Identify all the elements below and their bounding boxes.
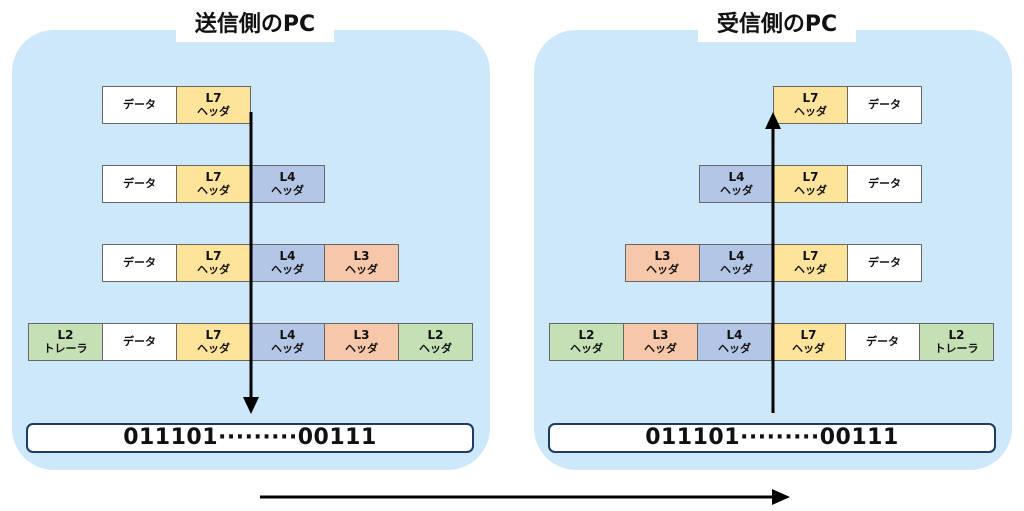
layer-label: L4	[279, 170, 296, 184]
header-label: ヘッダ	[271, 342, 304, 355]
header-label: ヘッダ	[271, 263, 304, 276]
trailer-label: トレーラ	[934, 342, 979, 355]
layer-label: L7	[205, 328, 222, 342]
data-label: データ	[868, 256, 901, 269]
header-label: ヘッダ	[345, 342, 378, 355]
data-cell: データ	[102, 165, 177, 203]
header-label: ヘッダ	[644, 342, 677, 355]
header-label: ヘッダ	[718, 342, 751, 355]
data-cell: データ	[102, 244, 177, 282]
layer-label: L7	[205, 91, 222, 105]
header-label: ヘッダ	[794, 105, 827, 118]
data-label: データ	[868, 98, 901, 111]
header-label: ヘッダ	[345, 263, 378, 276]
header-label: ヘッダ	[720, 263, 753, 276]
data-label: データ	[866, 335, 899, 348]
data-cell: データ	[847, 86, 922, 124]
data-cell: データ	[102, 323, 177, 361]
header-label: ヘッダ	[720, 184, 753, 197]
header-label: ヘッダ	[197, 184, 230, 197]
header-label: ヘッダ	[197, 342, 230, 355]
layer-label: L7	[205, 249, 222, 263]
layer-label: L4	[279, 328, 296, 342]
header-label: ヘッダ	[197, 263, 230, 276]
layer-label: L4	[728, 170, 745, 184]
header-label: ヘッダ	[792, 342, 825, 355]
receiver-title: 受信側のPC	[698, 8, 856, 42]
header-label: ヘッダ	[197, 105, 230, 118]
layer-label: L4	[728, 249, 745, 263]
layer-label: L4	[279, 249, 296, 263]
layer-label: L7	[802, 91, 819, 105]
sender-bitstream: 011101·········00111	[26, 423, 474, 453]
data-cell: データ	[102, 86, 177, 124]
layer-label: L2	[578, 328, 595, 342]
trailer-label: トレーラ	[43, 342, 88, 355]
layer-label: L3	[652, 328, 669, 342]
receiver-up-arrow	[765, 112, 781, 413]
data-label: データ	[123, 335, 156, 348]
layer-label: L2	[427, 328, 444, 342]
data-cell: データ	[847, 244, 922, 282]
layer-label: L2	[57, 328, 74, 342]
data-label: データ	[868, 177, 901, 190]
layer-label: L7	[802, 170, 819, 184]
layer-label: L7	[205, 170, 222, 184]
receiver-bitstream: 011101·········00111	[548, 423, 996, 453]
layer-label: L7	[802, 249, 819, 263]
header-label: ヘッダ	[271, 184, 304, 197]
sender-down-arrow	[243, 112, 259, 414]
sender-title: 送信側のPC	[176, 8, 334, 42]
data-cell: データ	[847, 165, 922, 203]
header-label: ヘッダ	[794, 184, 827, 197]
data-label: データ	[123, 98, 156, 111]
header-label: ヘッダ	[646, 263, 679, 276]
data-label: データ	[123, 177, 156, 190]
layer-label: L4	[726, 328, 743, 342]
header-label: ヘッダ	[570, 342, 603, 355]
layer-label: L2	[948, 328, 965, 342]
header-label: ヘッダ	[419, 342, 452, 355]
layer-label: L7	[800, 328, 817, 342]
layer-label: L3	[654, 249, 671, 263]
layer-label: L3	[353, 249, 370, 263]
transmission-arrow	[260, 489, 790, 505]
data-label: データ	[123, 256, 156, 269]
layer-label: L3	[353, 328, 370, 342]
header-label: ヘッダ	[794, 263, 827, 276]
